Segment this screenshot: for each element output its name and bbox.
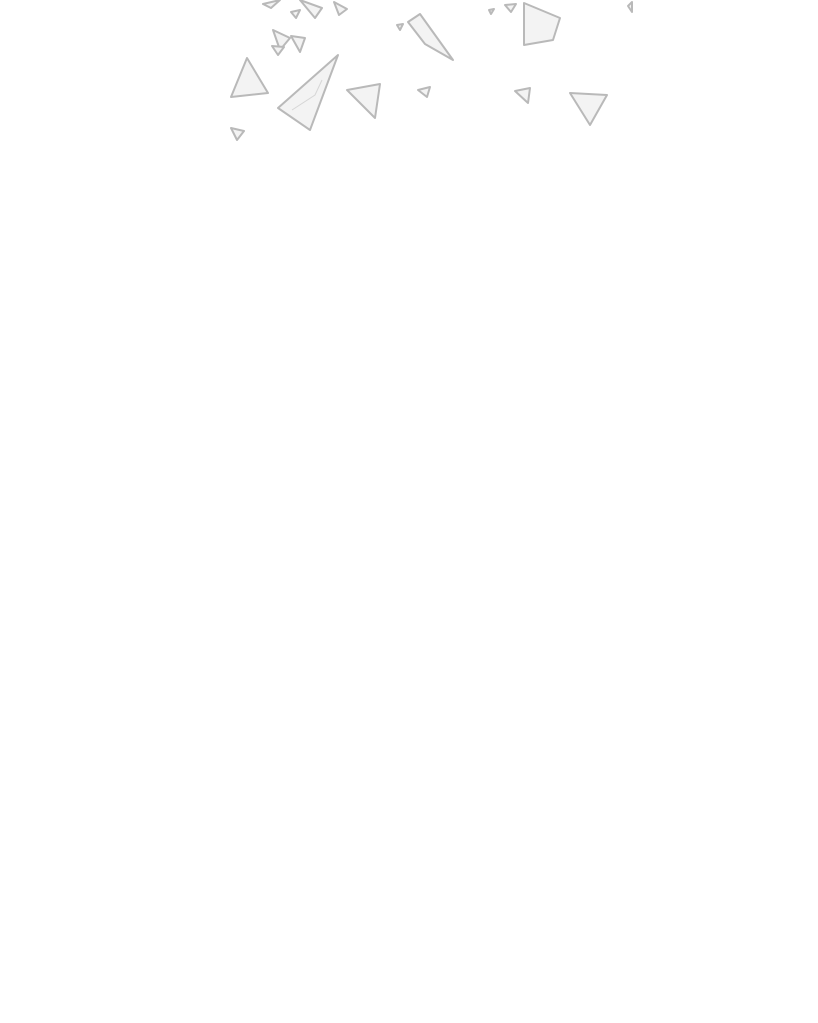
shard [262,0,281,9]
shard [407,13,454,61]
shard [333,1,348,16]
shard-crack [291,79,323,111]
shard [417,86,431,98]
shard [290,35,306,53]
shard [230,57,269,98]
glass-shards-icon [230,0,633,141]
shard [272,29,291,51]
shard [514,87,531,104]
shard [290,9,301,19]
shard [488,8,495,15]
shard [299,0,323,19]
shard [346,83,381,119]
shard [504,3,517,13]
shard [277,54,339,131]
shard [523,2,561,46]
shard [230,127,245,141]
shard [396,23,404,31]
shard [627,1,633,13]
shard [569,92,608,126]
shard [271,45,285,56]
